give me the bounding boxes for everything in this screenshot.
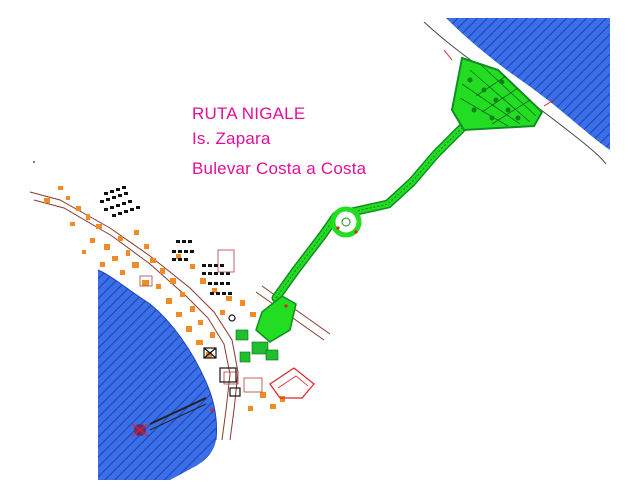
survey-dot [33, 161, 35, 163]
pier [149, 397, 207, 425]
pier-edge [149, 403, 207, 431]
junction-green-blocks [235, 329, 279, 363]
harbour-symbols [203, 314, 241, 397]
shoreline-west [97, 269, 217, 441]
plan-title-route: RUTA NIGALE [192, 104, 306, 123]
roundabout-center [341, 217, 351, 227]
plaza-grid [459, 63, 537, 127]
plan-title-boulevard: Bulevar Costa a Costa [192, 159, 367, 178]
town-buildings [44, 186, 285, 411]
boulevard-route [273, 125, 465, 301]
plaza-arrow-right [543, 99, 555, 107]
coastal-road [29, 191, 239, 441]
red-plot [269, 367, 315, 399]
boulevard-centerline [275, 127, 463, 299]
sea-west [98, 270, 217, 480]
coastal-road-edge [33, 199, 231, 441]
sea-northeast [446, 18, 610, 150]
property-lines [139, 249, 263, 393]
lot-markers [100, 186, 232, 295]
red-plot-inner [277, 375, 309, 389]
plaza-arrow-left [443, 49, 453, 61]
plan-title-island: Is. Zapara [192, 129, 271, 148]
red-markers [210, 226, 358, 412]
plaza-trees [467, 77, 521, 121]
junction-area [255, 295, 297, 343]
pier-marker [131, 423, 149, 437]
